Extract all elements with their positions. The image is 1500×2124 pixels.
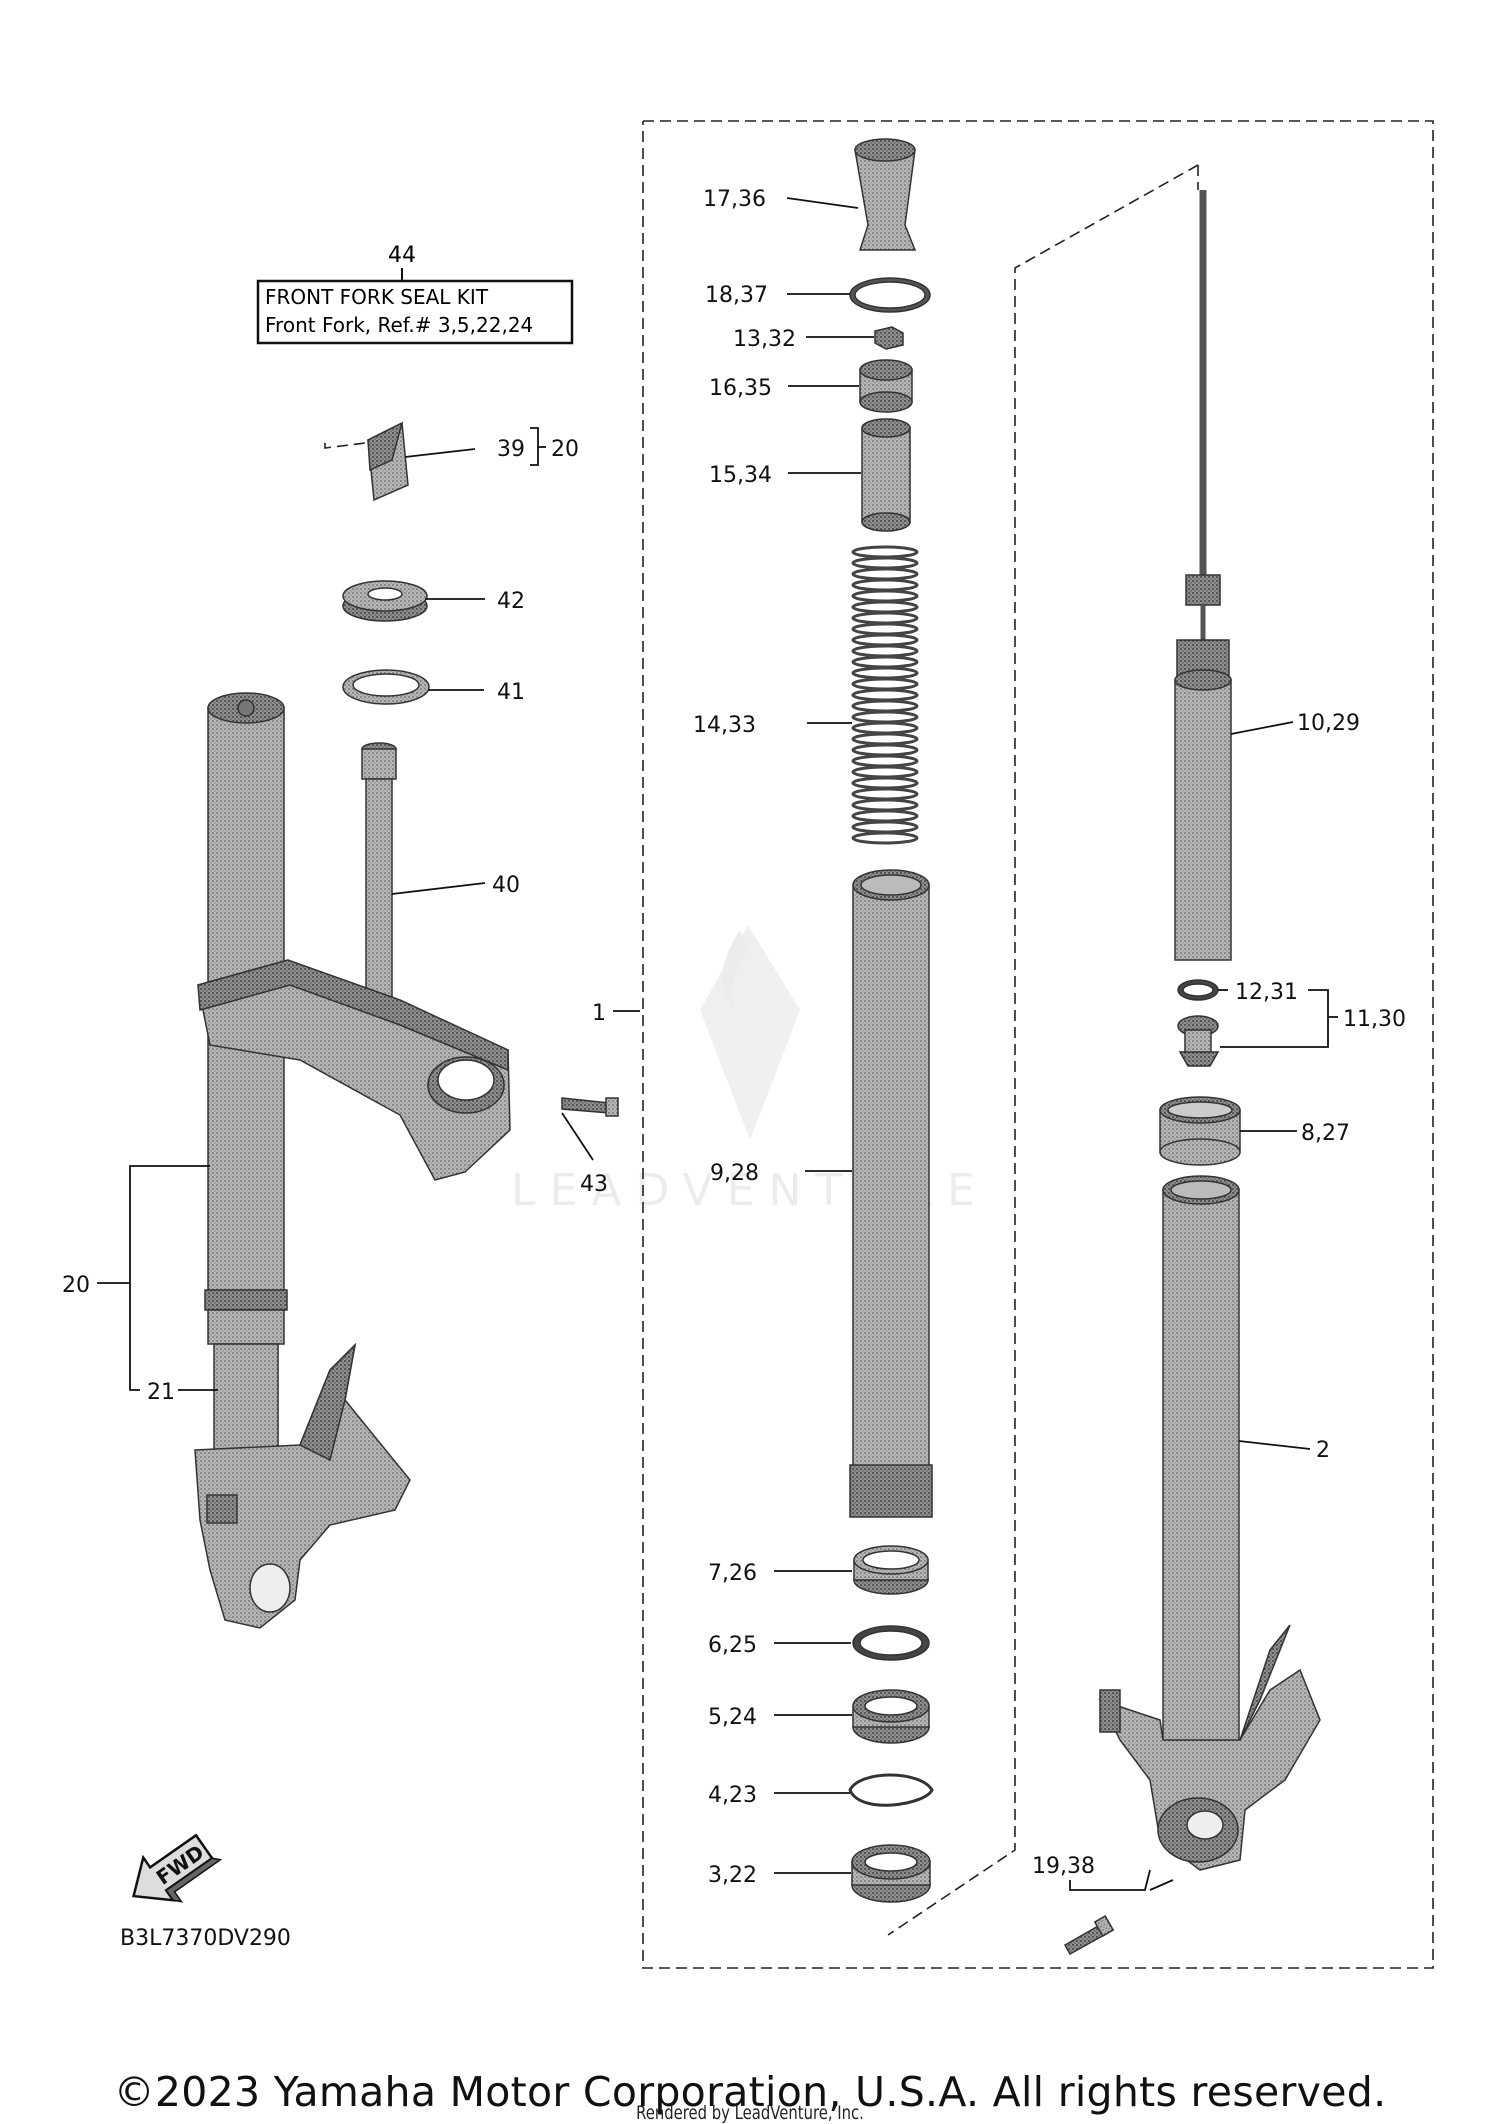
spring-coil: [851, 743, 919, 757]
axle-bracket: [194, 1342, 411, 1629]
spring-coil: [851, 699, 919, 713]
part-41-ring: [342, 669, 430, 705]
part-16-collar: [859, 359, 913, 413]
spring-coil: [851, 633, 919, 647]
callout-1: 1: [592, 1001, 606, 1026]
part-40-stem: [361, 742, 397, 1025]
callout-17-36: 17,36: [703, 187, 766, 212]
part-12-ring: [1177, 979, 1219, 1001]
spring-coil: [851, 710, 919, 724]
part-15-spacer: [861, 418, 911, 532]
part-17-cap-bolt: [854, 138, 917, 251]
callout-18-37: 18,37: [705, 283, 768, 308]
callout-20-left: 20: [62, 1273, 90, 1298]
part-10-damper: [1174, 190, 1232, 961]
spring-coil: [851, 798, 919, 812]
part-3-dust-seal: [851, 1844, 931, 1903]
spring-coil: [851, 556, 919, 570]
part-18-oring: [849, 277, 931, 313]
spring-coil: [851, 787, 919, 801]
part-42-cap: [342, 580, 428, 622]
callout-3-22: 3,22: [708, 1863, 757, 1888]
part-7-bushing: [853, 1545, 929, 1595]
spring-coil: [851, 578, 919, 592]
part-13-nut: [874, 326, 904, 350]
callout-2: 2: [1316, 1438, 1330, 1463]
triple-clamp: [197, 959, 511, 1181]
spring-coil: [851, 644, 919, 658]
leader-lines: [97, 197, 1338, 1891]
callout-7-26: 7,26: [708, 1561, 757, 1586]
spring-coil: [851, 666, 919, 680]
callout-13-32: 13,32: [733, 327, 796, 352]
callout-11-30: 11,30: [1343, 1007, 1406, 1032]
spring-coil: [851, 677, 919, 691]
rendered-by-notice: Rendered by LeadVenture, Inc.: [636, 2102, 864, 2124]
callout-21: 21: [147, 1380, 175, 1405]
part-6-washer: [852, 1625, 930, 1661]
spring-coil: [851, 600, 919, 614]
diagram-code: B3L7370DV290: [120, 1926, 291, 1951]
callout-43: 43: [580, 1172, 608, 1197]
assembly-dashed-frame: [324, 120, 1434, 1969]
callout-44: 44: [388, 243, 416, 268]
spring-coil: [851, 754, 919, 768]
callout-12-31: 12,31: [1235, 980, 1298, 1005]
right-parts: [1063, 190, 1321, 1956]
copyright-notice: ©2023 Yamaha Motor Corporation, U.S.A. A…: [113, 2068, 1387, 2116]
callout-14-33: 14,33: [693, 713, 756, 738]
part-4-clip: [848, 1773, 934, 1807]
spring-coil: [851, 820, 919, 834]
callout-39: 39: [497, 437, 525, 462]
callout-20-top: 20: [551, 437, 579, 462]
watermark-logo: [700, 925, 800, 1140]
spring-coil: [851, 721, 919, 735]
part-2-outer-tube: [1098, 1175, 1321, 1871]
kit-title: FRONT FORK SEAL KIT: [265, 285, 489, 309]
callout-42: 42: [497, 589, 525, 614]
part-14-spring: [851, 545, 919, 845]
part-5-oil-seal: [852, 1689, 930, 1744]
spring-coil: [851, 765, 919, 779]
callout-6-25: 6,25: [708, 1633, 757, 1658]
spring-coil: [851, 809, 919, 823]
fork-assembly-20: [194, 421, 619, 1629]
spring-coil: [851, 831, 919, 845]
center-parts: [848, 138, 934, 1903]
callout-5-24: 5,24: [708, 1705, 757, 1730]
callout-40: 40: [492, 873, 520, 898]
part-19-bolt: [1063, 1915, 1115, 1956]
part-21-outer-tube: [204, 692, 288, 1475]
part-9-inner-tube: [849, 869, 933, 1518]
part-11-valve: [1177, 1015, 1220, 1067]
spring-coil: [851, 776, 919, 790]
callout-8-27: 8,27: [1301, 1121, 1350, 1146]
part-43-bolt: [561, 1097, 619, 1117]
callout-41: 41: [497, 680, 525, 705]
spring-coil: [851, 732, 919, 746]
callout-9-28: 9,28: [710, 1161, 759, 1186]
part-8-bushing: [1159, 1096, 1241, 1166]
callout-16-35: 16,35: [709, 376, 772, 401]
spring-coil: [851, 611, 919, 625]
callout-10-29: 10,29: [1297, 711, 1360, 736]
callout-19-38: 19,38: [1032, 1854, 1095, 1879]
seal-kit-box: 44 FRONT FORK SEAL KIT Front Fork, Ref.#…: [256, 243, 574, 345]
spring-coil: [851, 545, 919, 559]
kit-refs: Front Fork, Ref.# 3,5,22,24: [265, 313, 533, 337]
callout-4-23: 4,23: [708, 1783, 757, 1808]
fwd-arrow-icon: FWD: [132, 1833, 223, 1903]
spring-coil: [851, 655, 919, 669]
callout-labels: 17,36 18,37 13,32 16,35 15,34 14,33 9,28…: [62, 187, 1406, 1888]
callout-15-34: 15,34: [709, 463, 772, 488]
spring-coil: [851, 567, 919, 581]
spring-coil: [851, 589, 919, 603]
spring-coil: [851, 688, 919, 702]
spring-coil: [851, 622, 919, 636]
